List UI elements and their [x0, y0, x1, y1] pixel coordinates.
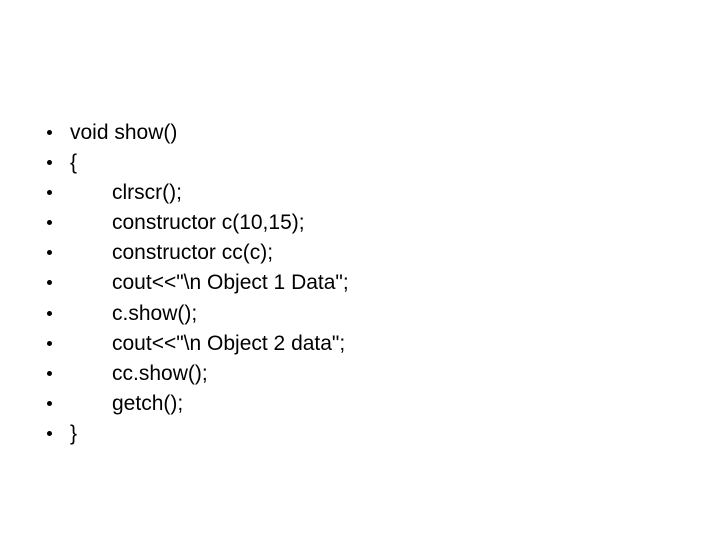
code-line-text: }	[70, 421, 78, 445]
code-line-text: clrscr();	[112, 181, 182, 205]
list-item[interactable]: void show()	[0, 118, 720, 148]
code-line-text: cout<<"\n Object 2 data";	[112, 331, 346, 355]
list-item[interactable]: c.show();	[0, 299, 720, 329]
list-item[interactable]: {	[0, 148, 720, 178]
bullet-dot-icon	[47, 250, 52, 256]
list-item[interactable]: constructor cc(c);	[0, 238, 720, 268]
bullet-dot-icon	[47, 160, 52, 166]
code-line-text: {	[70, 151, 78, 175]
bullet-dot-icon	[47, 130, 52, 135]
list-item[interactable]: getch();	[0, 389, 720, 419]
code-line-text: constructor c(10,15);	[112, 211, 305, 235]
bullet-dot-icon	[47, 340, 52, 346]
code-bullet-list: void show() { clrscr(); constructor c(10,15…	[0, 118, 720, 449]
code-line-text: c.show();	[112, 301, 198, 325]
bullet-dot-icon	[47, 430, 52, 436]
list-item[interactable]: cout<<"\n Object 2 data";	[0, 329, 720, 359]
list-item[interactable]: cout<<"\n Object 1 Data";	[0, 268, 720, 298]
list-item[interactable]: constructor c(10,15);	[0, 208, 720, 238]
bullet-dot-icon	[47, 190, 52, 196]
code-line-text: constructor cc(c);	[112, 241, 274, 265]
bullet-dot-icon	[47, 280, 52, 286]
list-item[interactable]: }	[0, 419, 720, 449]
code-line-text: getch();	[112, 391, 184, 415]
bullet-dot-icon	[47, 220, 52, 226]
code-line-text: cc.show();	[112, 361, 208, 385]
code-line-text: cout<<"\n Object 1 Data";	[112, 271, 349, 295]
bullet-dot-icon	[47, 370, 52, 376]
list-item[interactable]: cc.show();	[0, 359, 720, 389]
code-line-text: void show()	[70, 121, 178, 144]
bullet-dot-icon	[47, 310, 52, 316]
bullet-dot-icon	[47, 400, 52, 406]
list-item[interactable]: clrscr();	[0, 178, 720, 208]
